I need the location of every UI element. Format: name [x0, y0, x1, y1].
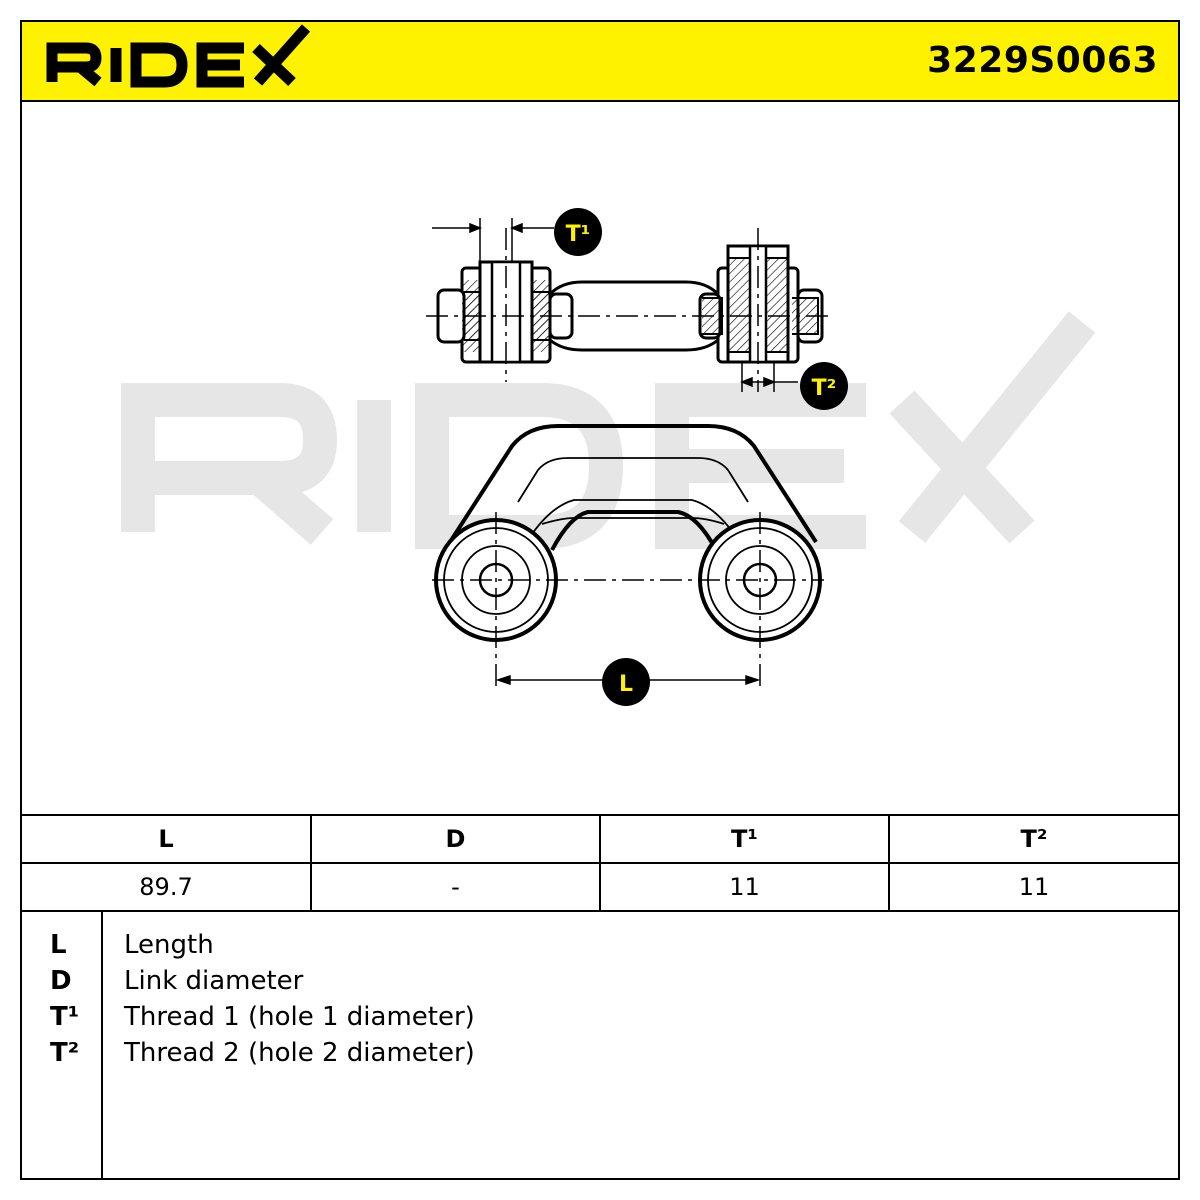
legend: L Length D Link diameter T¹ Thread 1 (ho…: [22, 912, 1178, 1178]
l-callout-label: L: [619, 672, 633, 697]
legend-divider: [101, 912, 103, 1178]
top-view: [434, 424, 822, 642]
legend-key: L: [50, 930, 67, 960]
spec-table: L D T¹ T² 89.7 - 11 11: [22, 814, 1178, 912]
t2-callout-label: T²: [812, 376, 837, 401]
spec-table-header: L D T¹ T²: [22, 814, 1178, 864]
t1-callout-label: T¹: [566, 222, 591, 247]
legend-item: L Length: [22, 930, 1178, 966]
t2-callout: T²: [800, 362, 848, 410]
legend-desc: Link diameter: [124, 966, 304, 996]
datasheet: 3229S0063: [20, 20, 1180, 1180]
value-cell-t1: 11: [600, 863, 890, 912]
side-section-view: [436, 244, 824, 364]
value-cell-t2: 11: [889, 863, 1178, 912]
header-cell-d: D: [311, 814, 601, 864]
t1-callout: T¹: [554, 208, 602, 256]
technical-drawing: T¹ T²: [121, 208, 1096, 706]
watermark-logo: [121, 311, 1096, 549]
t2-dimension: [739, 362, 798, 392]
legend-item: T¹ Thread 1 (hole 1 diameter): [22, 1002, 1178, 1038]
value-cell-l: 89.7: [22, 863, 312, 912]
value-cell-d: -: [311, 863, 601, 912]
legend-item: T² Thread 2 (hole 2 diameter): [22, 1038, 1178, 1074]
l-callout: L: [602, 658, 650, 706]
legend-item: D Link diameter: [22, 966, 1178, 1002]
t1-dimension: [432, 218, 554, 262]
legend-key: D: [50, 966, 72, 996]
legend-desc: Thread 1 (hole 1 diameter): [124, 1002, 475, 1032]
header-cell-t1: T¹: [600, 814, 890, 864]
legend-desc: Length: [124, 930, 214, 960]
ridex-logo: [46, 24, 311, 88]
part-number: 3229S0063: [927, 40, 1158, 81]
legend-key: T²: [50, 1038, 80, 1068]
header-bar: 3229S0063: [22, 22, 1178, 102]
header-cell-t2: T²: [889, 814, 1178, 864]
header-cell-l: L: [22, 814, 312, 864]
legend-key: T¹: [50, 1002, 80, 1032]
legend-desc: Thread 2 (hole 2 diameter): [124, 1038, 475, 1068]
spec-table-row: 89.7 - 11 11: [22, 863, 1178, 912]
